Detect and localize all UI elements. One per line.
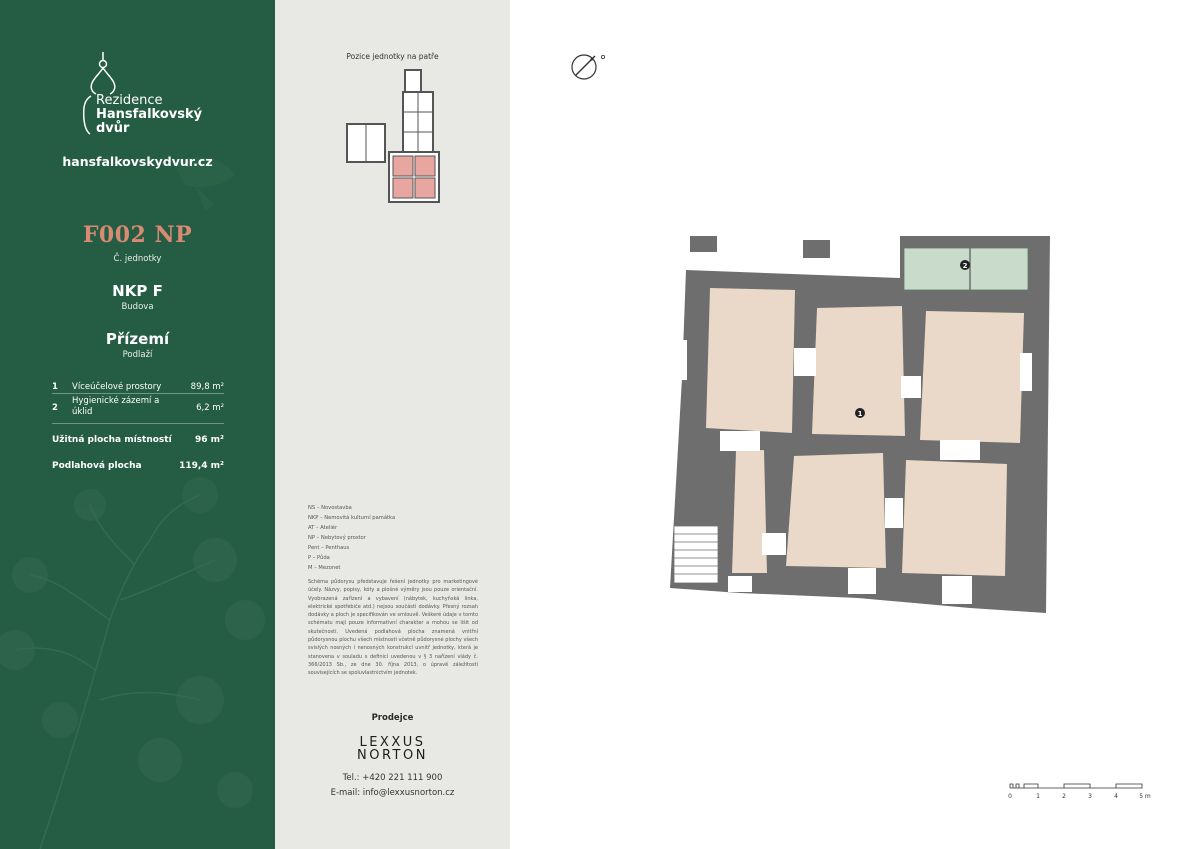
disclaimer-text: Schéma půdorysu představuje řešení jedno…	[308, 579, 478, 677]
legend-item: P – Půda	[308, 555, 330, 561]
legend-item: Pent – Penthaus	[308, 545, 350, 551]
details-panel: Pozice jednotky na patře NS – Novostavba…	[275, 0, 510, 849]
room-1-area	[706, 288, 795, 433]
floor-area-label: Podlahová plocha	[52, 461, 142, 471]
logo-line-2: Hansfalkovský	[96, 107, 203, 122]
room-list: 1 Víceúčelové prostory 89,8 m² 2 Hygieni…	[52, 378, 224, 424]
room-number: 1	[52, 382, 58, 392]
scale-label: 0	[1008, 793, 1012, 800]
room-1-marker	[855, 408, 865, 418]
wall-block	[690, 236, 717, 252]
window-openings	[675, 340, 1032, 604]
room-1-area	[786, 453, 886, 568]
usable-area-label: Užitná plocha místností	[52, 435, 172, 445]
website-link[interactable]: hansfalkovskydvur.cz	[62, 154, 213, 169]
logo-wordmark: Rezidence Hansfalkovský dvůr	[96, 94, 202, 136]
unit-code-caption: Č. jednotky	[113, 254, 162, 264]
building-caption: Budova	[121, 302, 154, 312]
room-1-area	[902, 460, 1007, 576]
scale-label: 2	[1062, 793, 1066, 800]
room-area: 6,2 m²	[196, 403, 224, 413]
floor-area-value: 119,4 m²	[179, 461, 224, 471]
floor-caption: Podlaží	[122, 350, 153, 360]
legend-item: NS – Novostavba	[308, 505, 352, 511]
seller-logo-line-1: LEXXUS	[359, 735, 426, 750]
legend-item: AT – Ateliér	[308, 525, 338, 531]
position-title: Pozice jednotky na patře	[346, 52, 439, 61]
wall-block	[803, 240, 830, 258]
abbreviation-legend: NS – Novostavba NKP – Nemovitá kulturní …	[308, 503, 395, 573]
legend-item: NKP – Nemovitá kulturní památka	[308, 515, 396, 521]
room-1-label: 1	[858, 410, 863, 418]
scale-label: 4	[1114, 793, 1118, 800]
building-name: NKP F	[112, 282, 163, 300]
seller-phone[interactable]: Tel.: +420 221 111 900	[342, 773, 443, 783]
tree-illustration	[0, 156, 265, 849]
floor-area-total: Podlahová plocha 119,4 m²	[52, 461, 224, 471]
room-2-label: 2	[963, 262, 968, 270]
room-1-area	[812, 306, 905, 436]
room-area: 89,8 m²	[190, 382, 224, 392]
stairs	[673, 525, 719, 584]
floor-name: Přízemí	[105, 330, 170, 348]
room-number: 2	[52, 403, 58, 413]
scale-label: 3	[1088, 793, 1092, 800]
info-panel: Rezidence Hansfalkovský dvůr hansfalkovs…	[0, 0, 275, 849]
compass-icon	[571, 54, 606, 80]
scale-bar: 0 1 2 3 4 5 m	[1008, 783, 1151, 800]
legend-item: M – Mezonet	[308, 565, 341, 571]
seller-email[interactable]: E-mail: info@lexxusnorton.cz	[330, 788, 455, 798]
dome-logo	[82, 52, 116, 135]
room-2-marker	[960, 260, 970, 270]
logo-line-3: dvůr	[96, 121, 130, 136]
room-name: Hygienické zázemí a úklid	[72, 396, 160, 417]
usable-area-total: Užitná plocha místností 96 m²	[52, 435, 224, 445]
scale-label: 1	[1036, 793, 1040, 800]
logo-line-1: Rezidence	[96, 93, 163, 108]
legend-item: NP – Nebytový prostor	[308, 535, 366, 541]
scale-label: 5 m	[1139, 793, 1151, 800]
room-1-area	[920, 311, 1024, 443]
usable-area-value: 96 m²	[195, 435, 224, 445]
floor-key-map	[346, 69, 440, 203]
floor-plan: 1 2	[670, 236, 1050, 613]
room-row: 1 Víceúčelové prostory 89,8 m²	[52, 378, 224, 394]
seller-label: Prodejce	[371, 713, 414, 723]
room-row: 2 Hygienické zázemí a úklid 6,2 m²	[52, 394, 224, 424]
seller-logo-line-2: NORTON	[357, 748, 428, 763]
unit-code: F002 NP	[82, 222, 193, 248]
room-name: Víceúčelové prostory	[72, 382, 162, 392]
seller-logo: LEXXUS NORTON	[275, 736, 510, 762]
room-1-area	[732, 450, 767, 573]
